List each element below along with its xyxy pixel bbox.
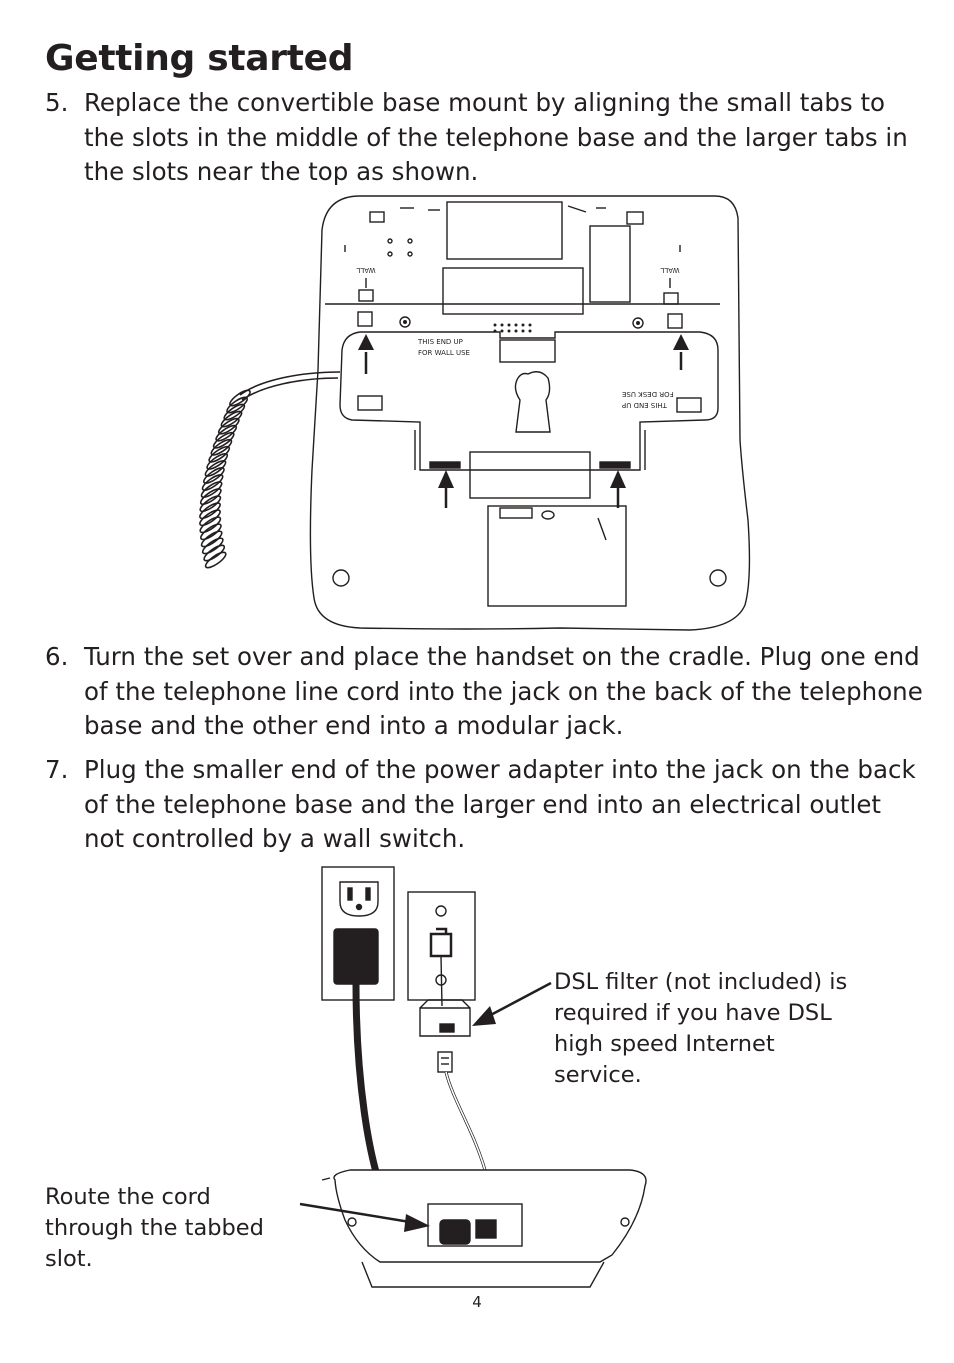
battery-compartment <box>487 505 627 607</box>
step-6: 6. Turn the set over and place the hands… <box>45 640 925 744</box>
line-jack <box>499 507 533 519</box>
screw-hole-left <box>332 569 350 587</box>
step-5: 5. Replace the convertible base mount by… <box>45 86 925 190</box>
base-mount-illustration: WALL WALL THIS END UP FOR WALL USE THIS … <box>199 195 751 631</box>
arrow-icon <box>472 981 552 1026</box>
connection-illustration <box>299 866 647 1288</box>
mount-label-bottom-1: THIS END UP <box>622 401 668 409</box>
step-text: Replace the convertible base mount by al… <box>84 88 908 186</box>
step-number: 7. <box>45 755 69 784</box>
dsl-filter <box>419 999 471 1037</box>
mount-label-top-2: FOR WALL USE <box>418 349 470 357</box>
cord-coil <box>199 516 222 534</box>
wall-label-left: WALL <box>356 266 375 274</box>
step-7: 7. Plug the smaller end of the power ada… <box>45 753 925 857</box>
cord-coil <box>215 424 238 442</box>
step-number: 6. <box>45 642 69 671</box>
cord-coil <box>204 459 227 477</box>
cord-coil <box>200 530 223 548</box>
arrow-icon <box>299 1202 430 1232</box>
mount-label-top-1: THIS END UP <box>417 338 463 346</box>
mount-label-bottom-2: FOR DESK USE <box>622 390 674 398</box>
wall-label-right: WALL <box>660 266 679 274</box>
center-panel <box>442 267 584 315</box>
top-panel <box>446 201 563 260</box>
power-adapter <box>333 928 379 985</box>
step-number: 5. <box>45 88 69 117</box>
cord-coil <box>210 438 233 456</box>
step-text: Plug the smaller end of the power adapte… <box>84 755 916 853</box>
cord-coil <box>201 537 224 555</box>
step-text: Turn the set over and place the handset … <box>84 642 923 740</box>
power-plug <box>439 1219 471 1245</box>
cord-coil <box>199 509 221 527</box>
page-title: Getting started <box>45 38 354 79</box>
cord-coil <box>199 495 222 513</box>
phone-base-outline <box>309 195 751 631</box>
cord-coil <box>200 523 222 541</box>
outlet-socket <box>339 881 379 917</box>
phone-jack-icon <box>429 927 453 958</box>
line-jack-port <box>475 1219 497 1239</box>
cord-coil <box>203 467 225 484</box>
cord-coil <box>204 551 227 569</box>
arrow-icon <box>358 334 689 508</box>
cord-coil <box>200 481 223 499</box>
cord-coil <box>199 502 221 520</box>
keyhole-slot <box>514 371 551 433</box>
base-mount-plate <box>339 331 719 471</box>
route-cord-callout: Route the cord through the tabbed slot. <box>45 1184 264 1272</box>
cord-coil <box>201 474 224 491</box>
page-number: 4 <box>472 1293 482 1311</box>
vent-holes <box>493 323 532 333</box>
cord-coil <box>212 431 235 449</box>
phone-base-back <box>333 1169 647 1263</box>
side-panel <box>589 225 631 303</box>
coiled-cord <box>199 371 341 569</box>
cord-coil <box>208 445 231 463</box>
dsl-filter-callout: DSL filter (not included) is required if… <box>554 969 848 1088</box>
line-cord-plug <box>437 1051 453 1073</box>
cord-coil <box>203 544 226 562</box>
cord-coil <box>206 452 229 470</box>
cord-coil <box>199 488 222 506</box>
screw-hole-right <box>709 569 727 587</box>
